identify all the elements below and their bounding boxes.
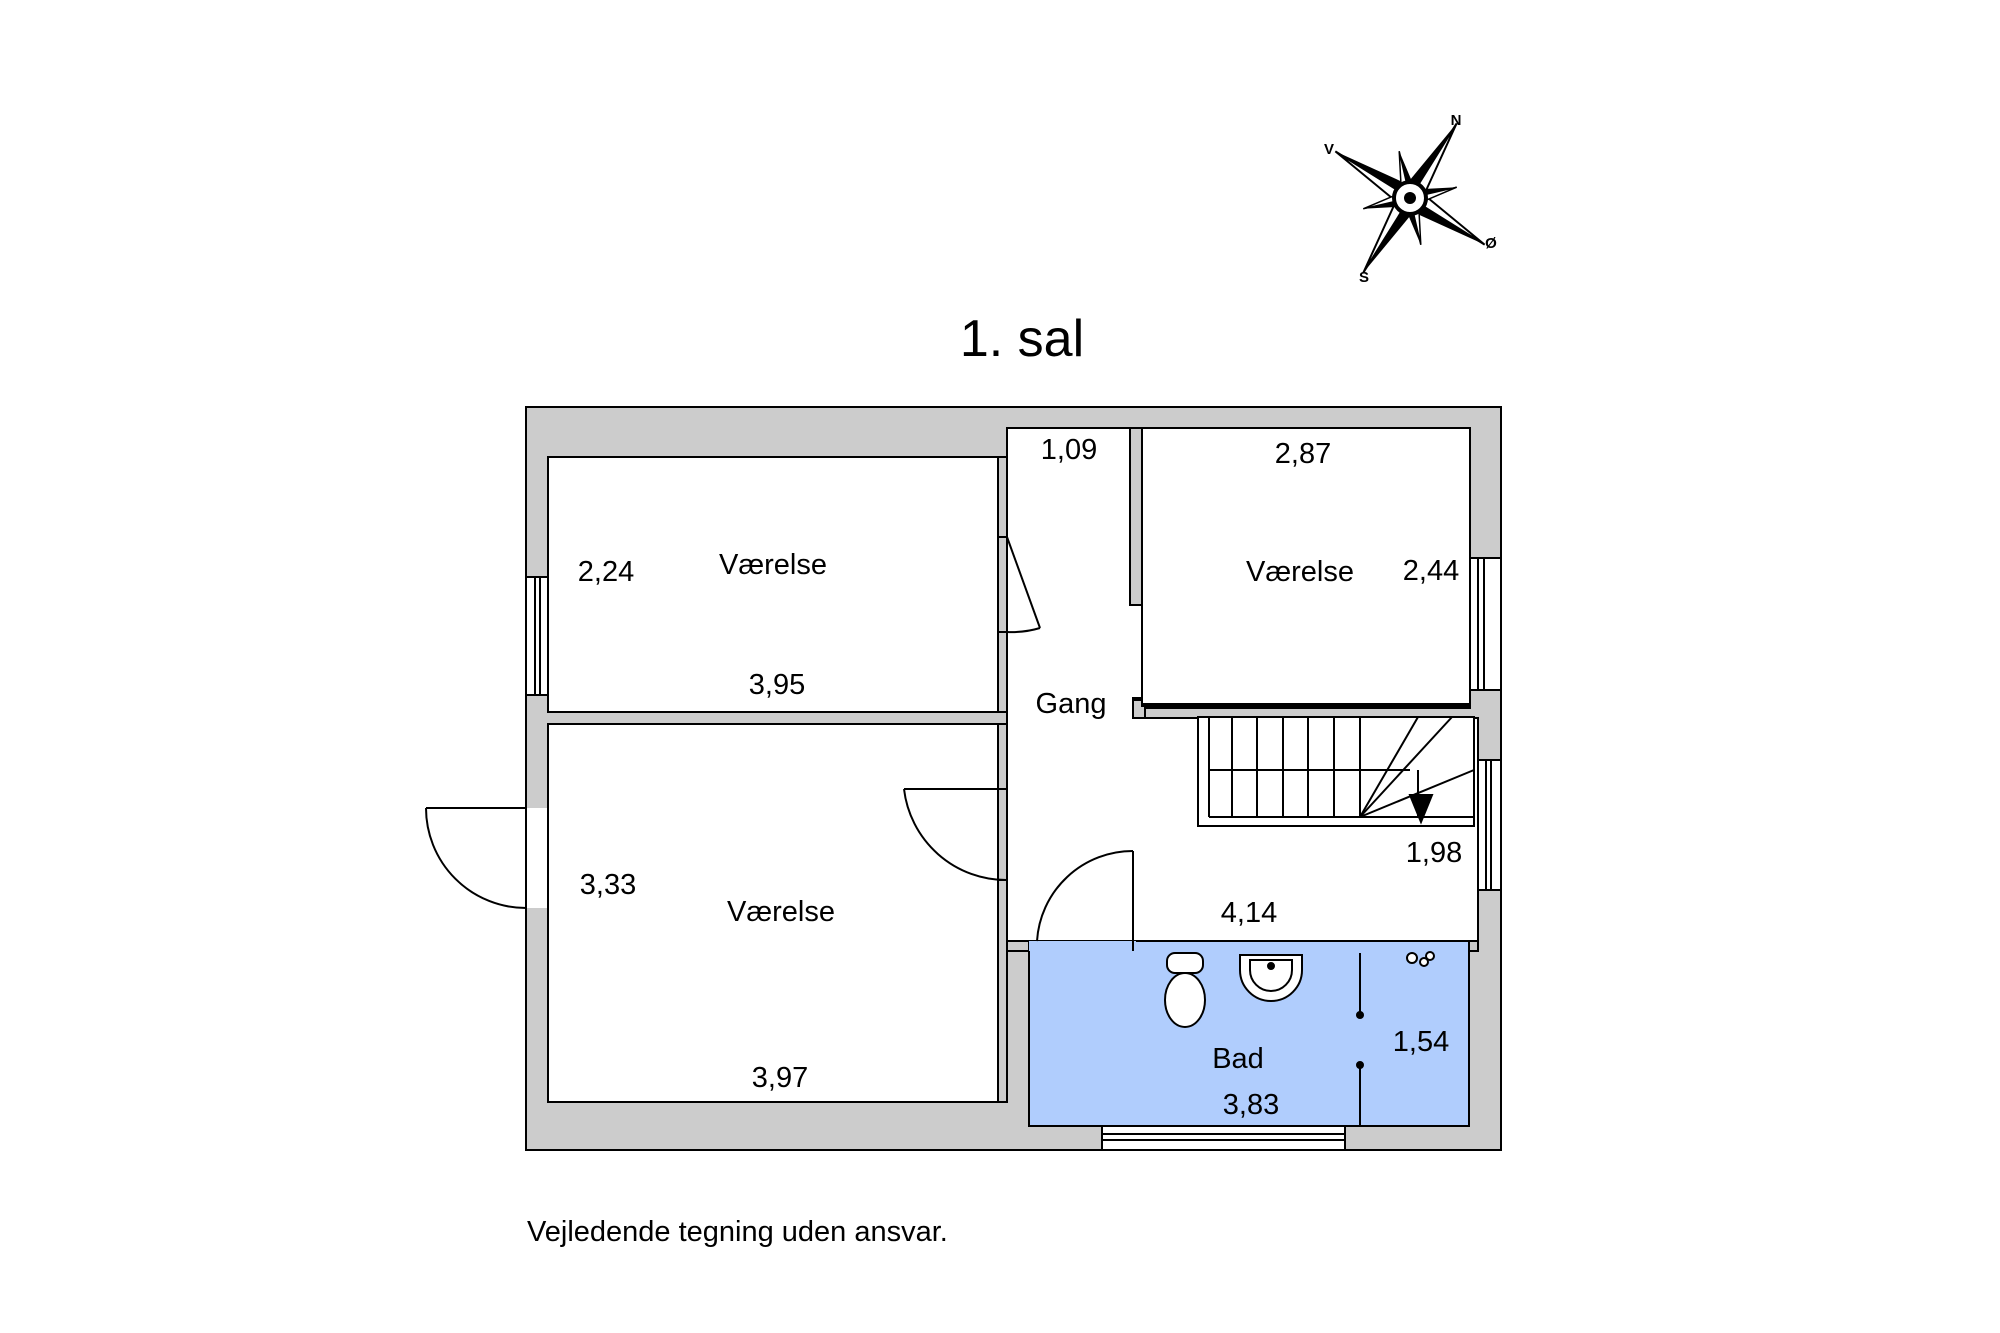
room-top-right-depth: 2,44	[1403, 555, 1459, 587]
hall-extra-dimension: 1,09	[1041, 434, 1097, 466]
room-top-left-name: Værelse	[719, 549, 827, 581]
staircase	[1197, 716, 1475, 827]
floor-title: 1. sal	[960, 310, 1084, 368]
bathroom-name: Bad	[1212, 1043, 1264, 1075]
compass-north-label: N	[1451, 112, 1462, 129]
compass-west-label: V	[1324, 141, 1334, 158]
room-bottom-left-depth: 3,33	[580, 869, 636, 901]
compass-south-label: S	[1359, 269, 1369, 286]
compass-rose-icon	[1334, 122, 1486, 274]
windows	[525, 557, 1502, 1151]
room-top-left-width: 3,95	[749, 669, 805, 701]
toilet-icon	[1164, 952, 1206, 1028]
room-top-right-name: Værelse	[1246, 556, 1354, 588]
bathroom-width: 3,83	[1223, 1089, 1279, 1121]
hall-name: Gang	[1036, 688, 1107, 720]
sink-icon	[1239, 954, 1303, 1002]
hall-depth: 1,98	[1406, 837, 1462, 869]
bathroom-depth: 1,54	[1393, 1026, 1449, 1058]
hall-width: 4,14	[1221, 897, 1277, 929]
room-top-left-depth: 2,24	[578, 556, 634, 588]
room-top-right-floor	[1141, 427, 1471, 705]
shower-icon	[1356, 951, 1435, 1126]
room-bottom-left-name: Værelse	[727, 896, 835, 928]
compass-east-label: Ø	[1485, 235, 1497, 252]
doors	[425, 536, 1134, 951]
room-bottom-left-width: 3,97	[752, 1062, 808, 1094]
room-top-right-width: 2,87	[1275, 438, 1331, 470]
disclaimer-text: Vejledende tegning uden ansvar.	[527, 1216, 948, 1248]
